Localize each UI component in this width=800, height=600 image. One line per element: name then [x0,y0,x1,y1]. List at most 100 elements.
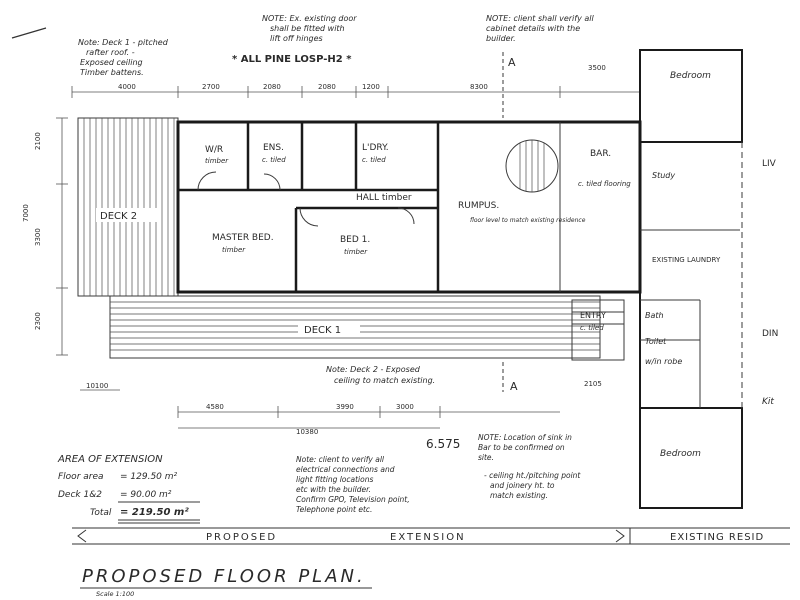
room-bedroom-bottom: Bedroom [660,449,701,459]
room-wrobe: w/in robe [645,357,682,366]
svg-text:site.: site. [478,453,494,462]
room-hall: HALL timber [356,193,412,203]
banner-existing: EXISTING RESID [670,532,764,543]
room-master-bed: MASTER BED. [212,233,274,243]
room-wir: W/R [205,145,223,155]
room-bed-1-floor: timber [344,248,368,256]
left-dimension-line: 2100 3300 2300 7000 [22,117,68,356]
svg-text:builder.: builder. [486,34,516,43]
total-area-label: Total [90,508,112,518]
svg-text:light fitting locations: light fitting locations [296,475,373,484]
svg-text:Exposed ceiling: Exposed ceiling [80,58,143,67]
dim-bottom-3: 3000 [396,403,414,411]
deck-area-label: Deck 1&2 [58,490,102,500]
note-electrical: Note: client to verify all electrical co… [296,455,410,514]
note-door: NOTE: Ex. existing door shall be fitted … [262,14,357,43]
svg-text:electrical connections and: electrical connections and [296,465,395,474]
room-ensuite: ENS. [263,143,284,153]
svg-text:A: A [510,380,518,393]
dim-top-2: 2700 [202,83,220,91]
svg-text:shall be fitted with: shall be fitted with [270,24,345,33]
note-deck1-roof: Note: Deck 1 - pitched rafter roof. - Ex… [78,38,169,77]
section-mark-top: A [502,52,516,118]
room-dining: DIN [762,329,778,339]
room-rumpus-note: floor level to match existing residence [470,217,586,224]
banner-extension: EXTENSION [390,532,466,543]
room-entry: ENTRY [580,311,606,320]
note-cabinet: NOTE: client shall verify all cabinet de… [486,14,594,43]
svg-text:- ceiling ht./pitching point: - ceiling ht./pitching point [484,471,581,480]
ref-value: 6.575 [426,437,460,451]
extension-banner: PROPOSED EXTENSION EXISTING RESID [72,527,790,545]
note-ceiling: - ceiling ht./pitching point and joinery… [484,471,581,500]
svg-text:Telephone point etc.: Telephone point etc. [296,505,372,514]
banner-proposed: PROPOSED [206,532,277,543]
dim-right-mid: 2105 [584,380,602,388]
dim-top-4: 2080 [318,83,336,91]
dim-left-3: 2300 [34,312,42,330]
svg-text:Note: client to verify all: Note: client to verify all [296,455,385,464]
deck-2-area: DECK 2 [77,117,179,297]
deck-1-area: DECK 1 [109,295,601,359]
room-bedroom-top: Bedroom [670,71,711,81]
dim-left-2: 3300 [34,228,42,246]
note-sink: NOTE: Location of sink in Bar to be conf… [478,433,572,462]
svg-text:Confirm GPO, Television point,: Confirm GPO, Television point, [296,495,410,504]
section-mark-bottom: A [502,362,518,393]
plan-code: * ALL PINE LOSP-H2 * [232,54,352,65]
area-heading: AREA OF EXTENSION [57,454,163,465]
pen-stroke [11,27,47,39]
svg-text:A: A [508,56,516,69]
dim-top-6: 8300 [470,83,488,91]
room-laundry: L'DRY. [362,143,389,153]
svg-text:lift off hinges: lift off hinges [270,34,323,43]
room-ensuite-floor: c. tiled [262,156,286,164]
room-laundry-floor: c. tiled [362,156,386,164]
floor-area-value: = 129.50 m² [120,472,178,482]
deck-1-label: DECK 1 [304,325,341,336]
svg-text:Timber battens.: Timber battens. [80,68,144,77]
dim-bottom-total: 10380 [296,428,318,436]
room-master-floor: timber [222,246,246,254]
svg-text:Bar to be confirmed on: Bar to be confirmed on [478,443,565,452]
room-bath: Bath [645,311,664,320]
svg-text:and joinery ht. to: and joinery ht. to [490,481,555,490]
room-entry-floor: c. tiled [580,324,604,332]
room-kitchen: Kit [762,397,774,407]
svg-text:Note: Deck 2 - Exposed: Note: Deck 2 - Exposed [326,365,421,374]
total-area-value: = 219.50 m² [120,507,189,518]
room-toilet: Toilet [645,337,667,346]
bottom-dimension-line: 4580 3990 3000 10380 10100 2105 [80,380,602,436]
dim-bottom-left: 10100 [86,382,108,390]
plan-title: PROPOSED FLOOR PLAN. [82,566,366,587]
svg-text:NOTE: Location of sink in: NOTE: Location of sink in [478,433,572,442]
area-of-extension: AREA OF EXTENSION Floor area = 129.50 m²… [57,454,200,524]
dim-left-1: 2100 [34,132,42,150]
svg-text:rafter roof. -: rafter roof. - [86,48,135,57]
svg-text:Note: Deck 1 - pitched: Note: Deck 1 - pitched [78,38,169,47]
room-rumpus: RUMPUS. [458,201,499,211]
svg-text:cabinet details with the: cabinet details with the [486,24,580,33]
dim-left-total: 7000 [22,204,30,222]
svg-text:NOTE: client shall verify all: NOTE: client shall verify all [486,14,594,23]
top-dimension-line: 4000 2700 2080 2080 1200 8300 3500 [71,64,641,98]
dim-top-1: 4000 [118,83,136,91]
room-bar: BAR. [590,149,611,159]
plan-scale: Scale 1:100 [96,590,134,598]
dim-top-3: 2080 [263,83,281,91]
existing-residence: Bedroom Bedroom Bath Toilet w/in robe EX… [639,49,778,509]
note-deck2-ceiling: Note: Deck 2 - Exposed ceiling to match … [326,365,435,385]
room-bar-floor: c. tiled flooring [578,180,631,188]
dim-bottom-2: 3990 [336,403,354,411]
room-living: LIV [762,159,777,169]
svg-text:NOTE: Ex. existing door: NOTE: Ex. existing door [262,14,357,23]
deck-2-label: DECK 2 [100,211,137,222]
svg-text:match existing.: match existing. [490,491,548,500]
room-existing-laundry: EXISTING LAUNDRY [652,256,721,264]
room-study: Study [652,171,675,180]
dim-bottom-1: 4580 [206,403,224,411]
room-bed-1: BED 1. [340,235,370,245]
svg-text:etc with the builder.: etc with the builder. [296,485,371,494]
floor-area-label: Floor area [58,472,104,482]
